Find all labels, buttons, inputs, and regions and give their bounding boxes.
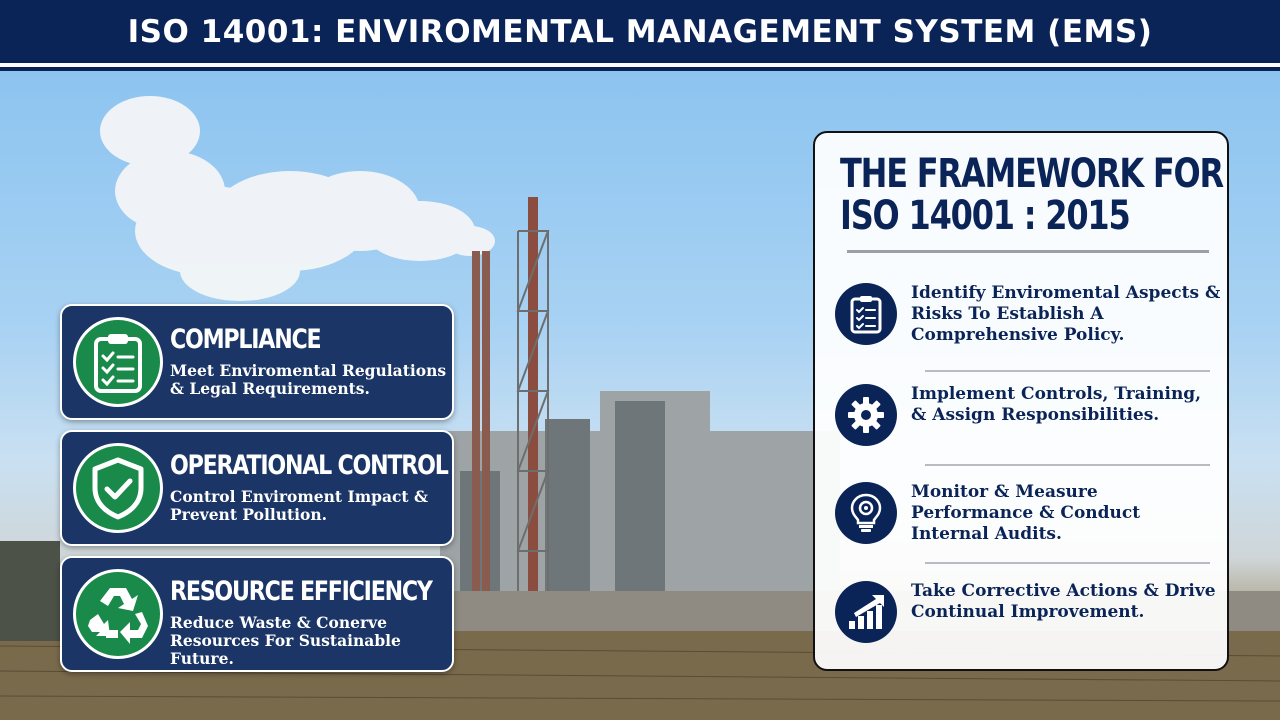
card-title: COMPLIANCE xyxy=(170,324,322,355)
framework-title-line1: THE FRAMEWORK FOR xyxy=(840,151,1224,197)
framework-panel: THE FRAMEWORK FOR ISO 14001 : 2015 Ident… xyxy=(813,131,1229,671)
item-divider xyxy=(925,464,1210,466)
card-description: Meet Enviromental Regulations & Legal Re… xyxy=(170,361,447,398)
shield-check-icon xyxy=(73,443,163,533)
header-banner: ISO 14001: ENVIROMENTAL MANAGEMENT SYSTE… xyxy=(0,0,1280,67)
framework-item-text: Take Corrective Actions & Drive Continua… xyxy=(911,581,1216,622)
item-divider xyxy=(925,562,1210,564)
framework-item-text: Monitor & Measure Performance & Conduct … xyxy=(911,482,1141,544)
resource-efficiency-card: RESOURCE EFFICIENCY Reduce Waste & Coner… xyxy=(60,556,454,672)
card-description: Control Enviroment Impact & Prevent Poll… xyxy=(170,487,428,524)
recycle-icon xyxy=(73,569,163,659)
card-description: Reduce Waste & Conerve Resources For Sus… xyxy=(170,613,401,668)
clipboard-checklist-icon xyxy=(835,283,897,345)
operational-control-card: OPERATIONAL CONTROL Control Enviroment I… xyxy=(60,430,454,546)
card-title: OPERATIONAL CONTROL xyxy=(170,450,449,481)
page-title: ISO 14001: ENVIROMENTAL MANAGEMENT SYSTE… xyxy=(127,13,1153,50)
framework-title-line2: ISO 14001 : 2015 xyxy=(840,193,1131,239)
growth-chart-icon xyxy=(835,581,897,643)
card-title: RESOURCE EFFICIENCY xyxy=(170,576,433,607)
compliance-card: COMPLIANCE Meet Enviromental Regulations… xyxy=(60,304,454,420)
lightbulb-gear-icon xyxy=(835,482,897,544)
gear-icon xyxy=(835,384,897,446)
clipboard-checklist-icon xyxy=(73,317,163,407)
framework-item-text: Identify Enviromental Aspects & Risks To… xyxy=(911,283,1221,345)
item-divider xyxy=(925,370,1210,372)
framework-item-text: Implement Controls, Training, & Assign R… xyxy=(911,384,1202,425)
framework-title: THE FRAMEWORK FOR ISO 14001 : 2015 xyxy=(840,151,1224,239)
title-divider xyxy=(847,250,1209,253)
